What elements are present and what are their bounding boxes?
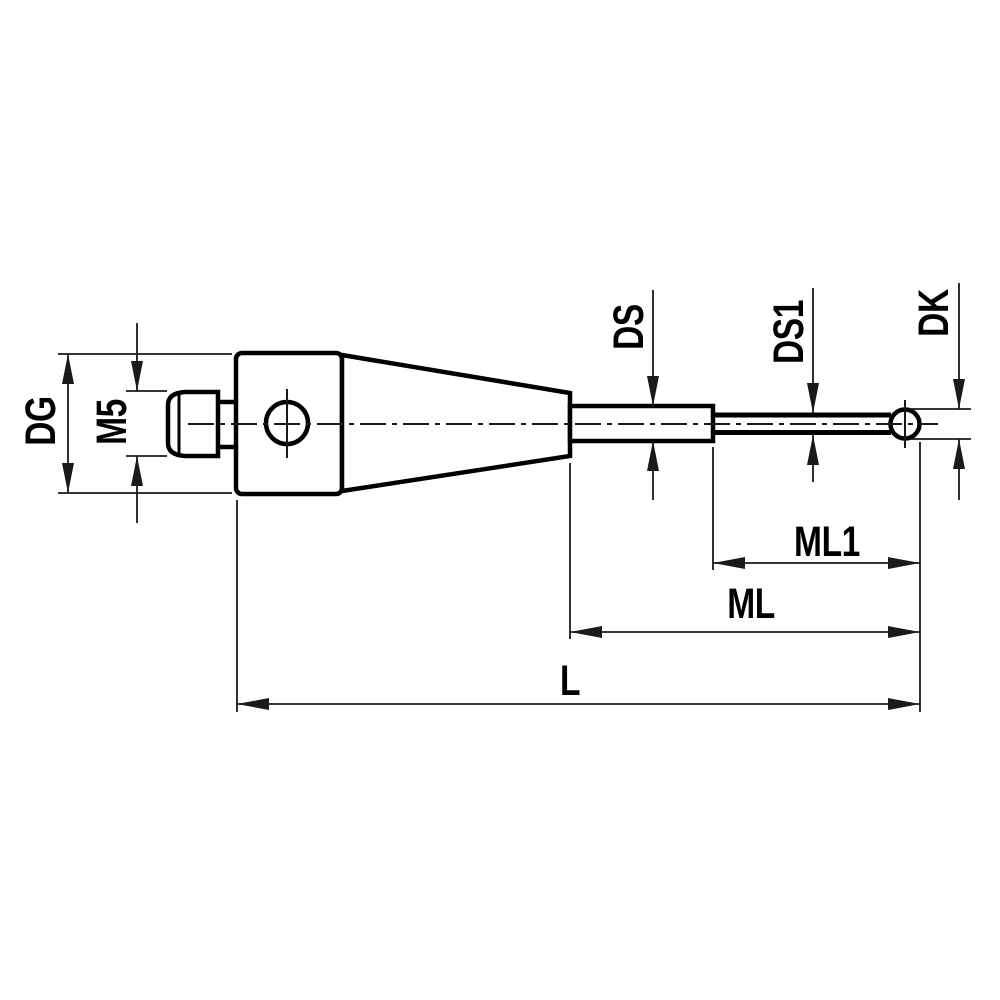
m5-arrow-up (131, 456, 143, 486)
label-dg: DG (17, 396, 65, 446)
ml1-arrow-left (713, 557, 745, 569)
dg-arrow-up (62, 354, 74, 384)
ml-arrow-right (888, 626, 920, 638)
m5-dimension (126, 323, 167, 523)
ds1-dimension (807, 288, 819, 482)
ds-dimension (647, 290, 659, 500)
m5-arrow-down (131, 361, 143, 391)
dimension-labels: DG M5 DS DS1 DK ML1 ML L (17, 289, 958, 705)
dk-arrow-down (953, 379, 965, 409)
l-arrow-right (888, 698, 920, 710)
dk-dimension (910, 283, 971, 500)
dimensions (58, 283, 971, 712)
ds-arrow-up (647, 441, 659, 471)
l-arrow-left (237, 698, 269, 710)
label-ds: DS (605, 304, 653, 350)
label-m5: M5 (88, 399, 136, 445)
ml-arrow-left (570, 626, 602, 638)
ml-dimension (569, 463, 920, 639)
ml1-arrow-right (888, 557, 920, 569)
l-dimension (236, 442, 921, 712)
dg-dimension (58, 353, 232, 494)
centerlines (188, 389, 938, 458)
dk-arrow-up (953, 439, 965, 469)
label-ml1: ML1 (794, 518, 860, 566)
ds1-arrow-up (807, 435, 819, 465)
label-ml: ML (727, 580, 775, 628)
ds1-arrow-down (807, 383, 819, 413)
label-dk: DK (910, 289, 958, 337)
label-ds1: DS1 (765, 300, 813, 364)
ds-arrow-down (647, 376, 659, 406)
dg-arrow-down (62, 463, 74, 493)
ml1-dimension (712, 447, 920, 570)
label-l: L (560, 657, 580, 705)
